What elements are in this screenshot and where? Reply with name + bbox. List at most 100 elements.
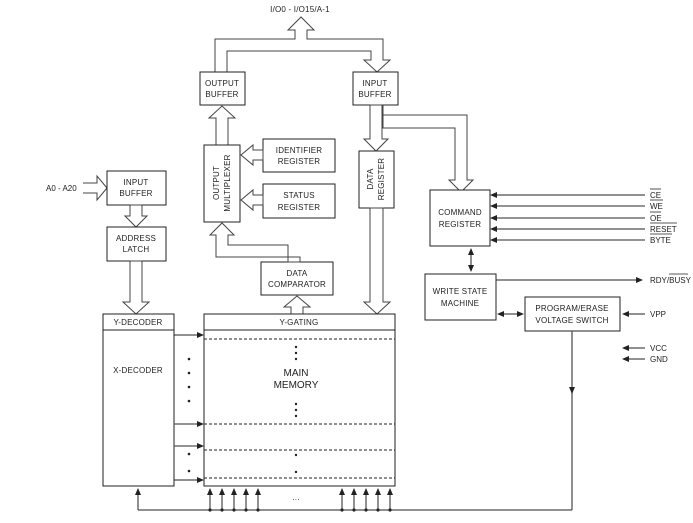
program-erase-switch-box [524, 296, 621, 332]
main-memory-label-1: MAIN [284, 368, 309, 379]
data-register-label-1: DATA [366, 168, 375, 189]
column-junction-dot [220, 508, 224, 512]
wsm-label-2: MACHINE [441, 299, 479, 308]
output-buffer-block: OUTPUT BUFFER [199, 71, 246, 106]
x-decoder-label: X-DECODER [113, 366, 163, 375]
status-register-label-1: STATUS [283, 191, 315, 200]
ce-label: CE [650, 191, 661, 200]
column-junction-dot [244, 508, 248, 512]
command-register-box [429, 189, 491, 247]
identifier-register-box [262, 138, 336, 173]
input-buffer-to-command-register-arrow [382, 105, 475, 193]
wsm-label-1: WRITE STATE [433, 287, 488, 296]
control-inputs: CE WE OE RESET BYTE [490, 188, 677, 245]
column-arrows [207, 488, 393, 512]
rdy-busy-output: RDY/BUSY [496, 273, 692, 285]
identifier-register-label-2: REGISTER [278, 157, 321, 166]
data-register-block: DATA REGISTER [358, 150, 395, 209]
pes-label-2: VOLTAGE SWITCH [535, 316, 608, 325]
data-register-to-ygating-arrow [362, 207, 392, 315]
command-register-block: COMMAND REGISTER [429, 189, 491, 247]
identifier-register-label-1: IDENTIFIER [276, 146, 322, 155]
y-decoder-label: Y-DECODER [113, 318, 162, 327]
column-arrow-head [231, 488, 237, 495]
main-memory-label-2: MEMORY [274, 380, 319, 391]
address-input-buffer-label-2: BUFFER [119, 189, 152, 198]
column-arrow-head [387, 488, 393, 495]
io-bus: I/O0 - I/O15/A-1 [214, 5, 392, 79]
gnd-label: GND [650, 355, 668, 364]
data-comparator-label-2: COMPARATOR [268, 280, 326, 289]
column-junction-dot [376, 508, 380, 512]
input-buffer-data-label-2: BUFFER [358, 90, 391, 99]
column-arrow-head [351, 488, 357, 495]
io-bus-outline [214, 16, 392, 79]
data-register-label-2: REGISTER [377, 158, 386, 201]
address-latch-label-2: LATCH [123, 245, 150, 254]
y-gating-label: Y-GATING [280, 318, 319, 327]
column-junction-dot [388, 508, 392, 512]
write-state-machine-block: WRITE STATE MACHINE [424, 273, 497, 321]
data-comparator-label-1: DATA [287, 269, 308, 278]
column-ellipsis: ... [292, 493, 299, 502]
column-arrow-head [255, 488, 261, 495]
address-input-arrow [83, 174, 108, 202]
write-state-machine-box [424, 273, 497, 321]
byte-label: BYTE [650, 236, 671, 245]
decoder-box [102, 313, 175, 487]
output-buffer-label-2: BUFFER [205, 90, 238, 99]
rdy-busy-label: RDY/BUSY [650, 276, 692, 285]
address-input-buffer-label-1: INPUT [124, 178, 149, 187]
io-bus-label: I/O0 - I/O15/A-1 [270, 5, 330, 14]
output-buffer-label-1: OUTPUT [205, 79, 239, 88]
column-arrow-head [363, 488, 369, 495]
status-register-block: STATUS REGISTER [262, 183, 336, 219]
mux-to-output-buffer-arrow [207, 105, 237, 146]
column-arrow-head [219, 488, 225, 495]
power-inputs: VPP VCC GND [622, 310, 668, 364]
input-buffer-data-label-1: INPUT [363, 79, 388, 88]
column-junction-dot [352, 508, 356, 512]
data-comparator-block: DATA COMPARATOR [260, 261, 334, 296]
status-register-label-2: REGISTER [278, 203, 321, 212]
column-arrow-head [375, 488, 381, 495]
memory-array: Y-GATING MAIN MEMORY [203, 313, 396, 487]
input-buffer-to-data-register-arrow [362, 104, 390, 152]
command-register-label-1: COMMAND [438, 208, 482, 217]
output-multiplexer-block: OUTPUT MULTIPLEXER [203, 144, 241, 223]
vcc-label: VCC [650, 344, 667, 353]
column-junction-dot [364, 508, 368, 512]
status-register-box [262, 183, 336, 219]
output-multiplexer-label-1: OUTPUT [212, 166, 221, 200]
identifier-to-mux-arrow [240, 143, 264, 167]
column-junction-dot [340, 508, 344, 512]
data-comparator-box [260, 261, 334, 296]
decoder-block: Y-DECODER X-DECODER [102, 313, 175, 487]
address-latch-box [106, 226, 167, 262]
comparator-to-mux-arrow [208, 222, 301, 263]
pes-label-1: PROGRAM/ERASE [535, 304, 608, 313]
column-arrow-head [243, 488, 249, 495]
command-register-label-2: REGISTER [439, 220, 482, 229]
column-arrow-head [207, 488, 213, 495]
address-input-buffer-box [106, 170, 167, 206]
we-label: WE [650, 202, 663, 211]
latch-to-decoder-arrow [121, 260, 151, 315]
output-multiplexer-label-2: MULTIPLEXER [223, 154, 232, 211]
program-erase-switch-block: PROGRAM/ERASE VOLTAGE SWITCH [524, 296, 621, 332]
buffer-to-latch-arrow [123, 204, 149, 228]
oe-label: OE [650, 214, 662, 223]
data-register-box [358, 150, 395, 209]
column-junction-dot [232, 508, 236, 512]
address-path: A0 - A20 INPUT BUFFER ADDRESS LATCH [46, 170, 167, 315]
column-junction-dot [256, 508, 260, 512]
status-to-mux-arrow [240, 188, 264, 212]
ygating-to-comparator-arrow [282, 295, 312, 315]
output-buffer-box [199, 71, 246, 106]
vpp-label: VPP [650, 310, 666, 319]
output-multiplexer-box [203, 144, 241, 223]
column-arrow-head [339, 488, 345, 495]
address-label: A0 - A20 [46, 184, 77, 193]
column-junction-dot [208, 508, 212, 512]
address-latch-label-1: ADDRESS [116, 234, 156, 243]
